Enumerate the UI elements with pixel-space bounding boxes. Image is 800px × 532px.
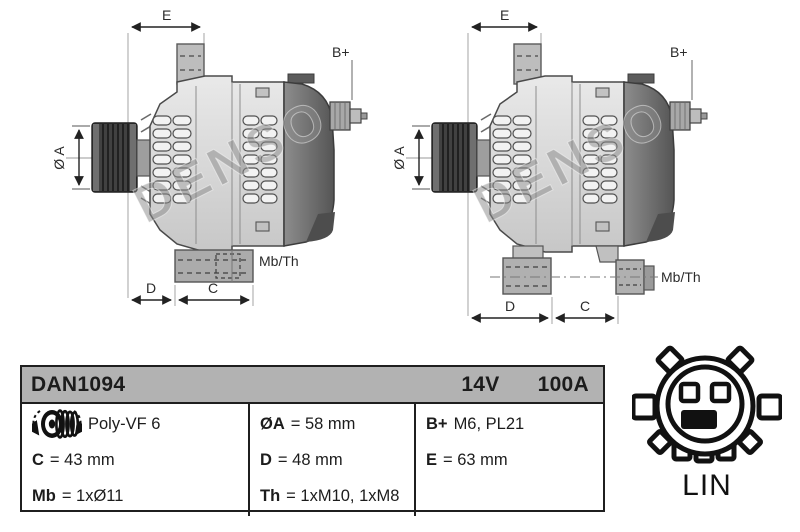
voltage-rating: 14V xyxy=(461,372,500,396)
b-plus-terminal xyxy=(329,101,368,131)
spec-col-2: ØA = 58 mm D = 48 mm Th = 1xM10, 1xM8 xyxy=(248,404,414,516)
alternator-view-right: E Ø A xyxy=(391,7,708,324)
label-mb-th: Mb/Th xyxy=(661,269,701,285)
rear-cover xyxy=(623,73,675,247)
spec-value: M6, PL21 xyxy=(453,414,525,433)
spec-label: Mb xyxy=(32,486,56,505)
spec-label: E xyxy=(426,450,438,469)
dim-label-e: E xyxy=(500,7,509,23)
dim-label-c: C xyxy=(580,298,590,314)
connector-icon xyxy=(630,345,784,464)
spec-col-1: Poly-VF 6 C = 43 mm Mb = 1xØ11 xyxy=(22,404,248,516)
current-rating: 100A xyxy=(537,372,589,396)
bottom-lug xyxy=(174,249,254,283)
dim-label-dia-a: Ø A xyxy=(51,146,67,170)
spec-dim-dia-a: ØA = 58 mm xyxy=(260,415,414,434)
spec-label: ØA xyxy=(260,414,285,433)
spec-table: DAN1094 14V 100A xyxy=(20,365,605,516)
spec-dim-e: E = 63 mm xyxy=(426,451,603,470)
label-mb-th: Mb/Th xyxy=(259,253,299,269)
b-plus-terminal xyxy=(669,101,708,131)
dim-label-d: D xyxy=(146,280,156,296)
alternator-drawings: E Ø A xyxy=(51,7,708,324)
spec-value: = 43 mm xyxy=(49,450,115,469)
spec-value: = 58 mm xyxy=(290,414,356,433)
dim-label-b-plus: B+ xyxy=(332,44,350,60)
connector-block: LIN xyxy=(630,344,784,532)
pulley xyxy=(91,122,138,193)
spec-table-header: DAN1094 14V 100A xyxy=(22,367,603,404)
spec-label: B+ xyxy=(426,414,448,433)
cooling-fins xyxy=(152,115,278,204)
spec-label: C xyxy=(32,450,44,469)
spec-b-plus: B+ M6, PL21 xyxy=(426,415,603,434)
spec-dim-c: C = 43 mm xyxy=(32,451,248,470)
spec-pulley-type: Poly-VF 6 xyxy=(32,406,248,442)
pulley xyxy=(431,122,478,193)
dim-label-e: E xyxy=(162,7,171,23)
pulley-type-value: Poly-VF 6 xyxy=(88,414,161,433)
cooling-fins xyxy=(492,115,618,204)
spec-label: D xyxy=(260,450,272,469)
dim-label-d: D xyxy=(505,298,515,314)
spec-dim-th: Th = 1xM10, 1xM8 xyxy=(260,487,414,506)
spec-value: = 63 mm xyxy=(443,450,508,469)
spec-value: = 1xM10, 1xM8 xyxy=(286,486,400,505)
spec-table-body: Poly-VF 6 C = 43 mm Mb = 1xØ11 ØA = 58 m… xyxy=(22,404,603,516)
spec-value: = 48 mm xyxy=(277,450,343,469)
dim-label-c: C xyxy=(208,280,218,296)
dim-label-dia-a: Ø A xyxy=(391,146,407,170)
alternator-view-left: E Ø A xyxy=(51,7,368,306)
spec-label: Th xyxy=(260,486,281,505)
spec-value: = 1xØ11 xyxy=(61,486,124,505)
spec-dim-d: D = 48 mm xyxy=(260,451,414,470)
pulley-icon xyxy=(32,409,82,439)
spec-dim-mb: Mb = 1xØ11 xyxy=(32,487,248,506)
spec-col-3: B+ M6, PL21 E = 63 mm xyxy=(414,404,603,516)
dim-label-b-plus: B+ xyxy=(670,44,688,60)
bottom-lugs xyxy=(490,245,658,295)
rear-cover xyxy=(283,73,335,247)
part-number: DAN1094 xyxy=(31,372,126,396)
connector-type-label: LIN xyxy=(682,469,732,502)
